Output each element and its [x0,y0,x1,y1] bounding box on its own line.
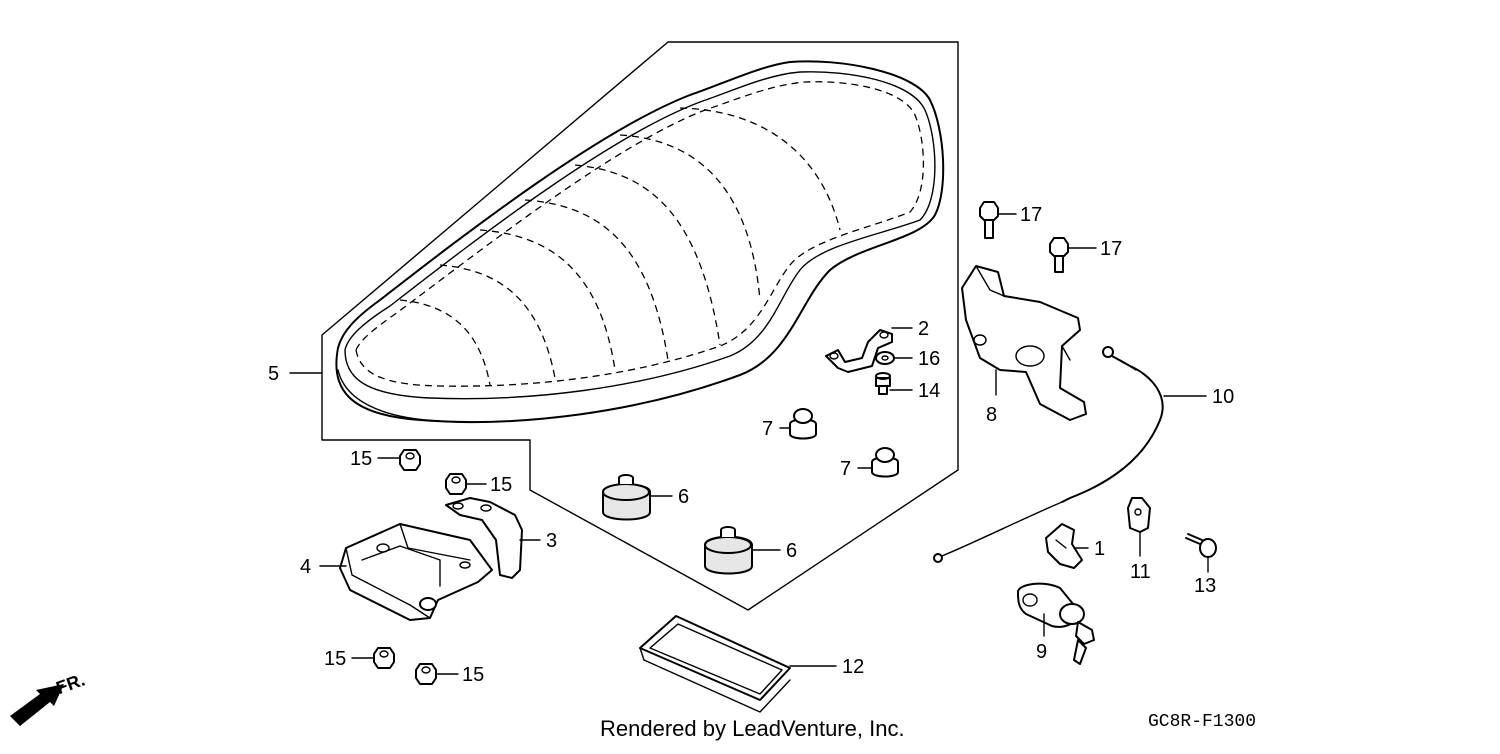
callout-17-b: 17 [1100,238,1122,260]
part-7-grommet-a[interactable] [789,408,817,440]
callout-7-a: 7 [762,418,773,440]
callout-17-a: 17 [1020,204,1042,226]
callout-14: 14 [918,380,940,402]
callout-4: 4 [300,556,311,578]
part-1-clip[interactable] [1045,523,1083,569]
part-10-cable[interactable] [933,346,1164,563]
callout-3: 3 [546,530,557,552]
callout-7-b: 7 [840,458,851,480]
part-15-nut-b[interactable] [445,473,467,495]
seat[interactable] [335,60,945,424]
credit-text: Rendered by LeadVenture, Inc. [600,716,905,741]
part-13-screw[interactable] [1185,533,1217,558]
callout-10: 10 [1212,386,1234,408]
callout-15-c: 15 [324,648,346,670]
part-17-bolt-b[interactable] [1049,237,1069,273]
part-4-hinge[interactable] [339,523,493,621]
part-9-key-cylinder[interactable] [1017,582,1095,665]
part-16-washer[interactable] [875,351,895,365]
part-3-hinge-plate[interactable] [445,497,523,579]
callout-15-d: 15 [462,664,484,686]
assembly-boundary [321,41,959,611]
part-15-nut-c[interactable] [373,647,395,669]
part-14-bolt[interactable] [875,372,891,395]
part-17-bolt-a[interactable] [979,201,999,239]
leader-lines [289,213,1209,675]
callout-15-b: 15 [490,474,512,496]
direction-label: FR. [53,669,87,698]
part-7-grommet-b[interactable] [871,447,899,478]
part-6-cushion-a[interactable] [602,474,651,521]
part-8-lock-bracket[interactable] [961,265,1087,421]
callout-2: 2 [918,318,929,340]
front-direction-arrow-icon: FR. [10,669,88,726]
callout-6-a: 6 [678,486,689,508]
part-15-nut-a[interactable] [399,449,421,471]
callout-1: 1 [1094,538,1105,560]
callout-12: 12 [842,656,864,678]
part-15-nut-d[interactable] [415,663,437,685]
callout-13: 13 [1194,575,1216,597]
diagram-code: GC8R-F1300 [1148,712,1257,732]
callout-5: 5 [268,363,279,385]
callout-16: 16 [918,348,940,370]
part-6-cushion-b[interactable] [704,526,753,575]
callout-8: 8 [986,404,997,426]
callout-9: 9 [1036,641,1047,663]
part-12-manual[interactable] [639,615,791,713]
callout-11: 11 [1130,561,1151,583]
callout-6-b: 6 [786,540,797,562]
part-11-clamp[interactable] [1127,497,1151,533]
callout-15-a: 15 [350,448,372,470]
callout-labels: 5 2 16 14 7 7 6 6 15 15 3 4 15 15 17 17 … [268,204,1234,686]
part-2-bracket[interactable] [825,329,893,373]
